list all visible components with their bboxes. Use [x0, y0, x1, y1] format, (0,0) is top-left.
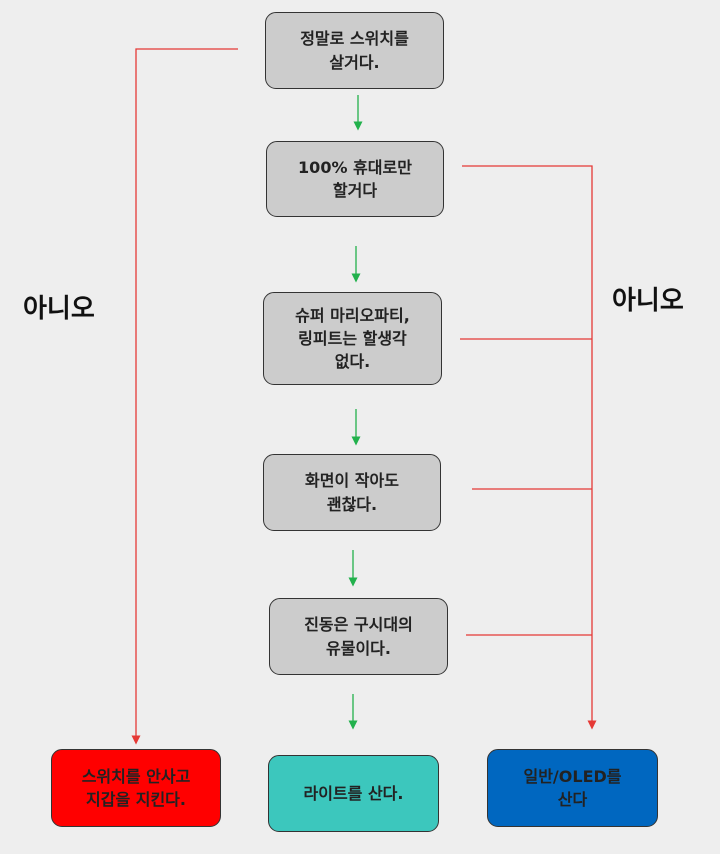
outcome-lite: 라이트를 산다.	[268, 755, 439, 832]
no-label-right: 아니오	[612, 286, 684, 316]
outcome-oled: 일반/OLED를 산다	[487, 749, 658, 827]
step-buy-switch: 정말로 스위치를 살거다.	[265, 12, 444, 89]
no-label-left: 아니오	[23, 294, 95, 324]
no-path-left	[131, 48, 238, 745]
step-vibration-obsolete: 진동은 구시대의 유물이다.	[269, 598, 448, 675]
step-no-party-games: 슈퍼 마리오파티, 링피트는 할생각 없다.	[263, 292, 442, 385]
step-small-screen-ok: 화면이 작아도 괜찮다.	[263, 454, 441, 531]
outcome-no-switch: 스위치를 안사고 지갑을 지킨다.	[51, 749, 221, 827]
step-handheld-only: 100% 휴대로만 할거다	[266, 141, 444, 217]
no-path-right-trunk	[462, 165, 597, 730]
